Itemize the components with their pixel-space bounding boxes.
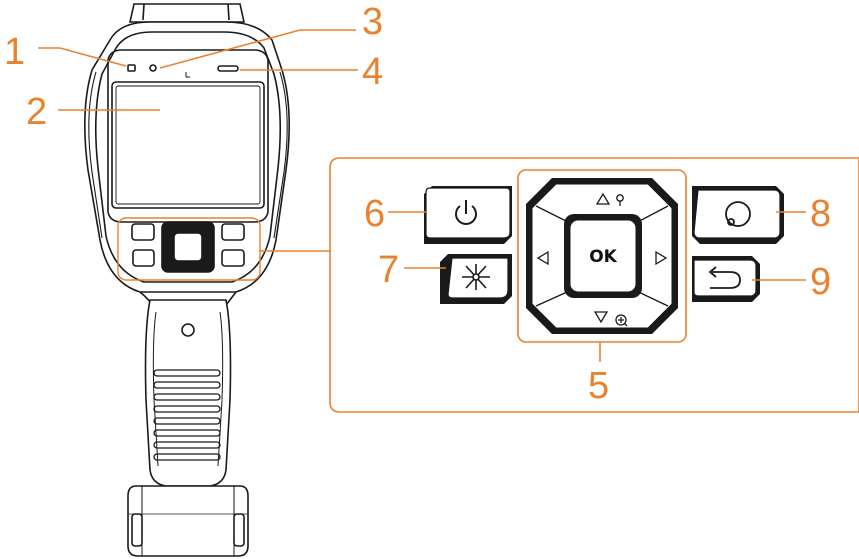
- down-arrow-icon[interactable]: [593, 311, 609, 324]
- callout-7: 7: [378, 249, 399, 291]
- up-arrow-icon[interactable]: [595, 192, 611, 205]
- speaker-grille: [217, 65, 239, 72]
- capture-icon: [725, 201, 751, 227]
- leader-lines: [38, 29, 806, 362]
- nav-keys-frame: [517, 169, 687, 343]
- back-arrow-icon: [708, 266, 741, 289]
- power-button[interactable]: [424, 186, 512, 244]
- right-arrow-icon[interactable]: [655, 250, 668, 266]
- face-panel: [107, 49, 269, 223]
- head-shell-inner: [94, 31, 282, 283]
- lens-housing: [129, 3, 245, 23]
- laser-icon: [462, 264, 490, 290]
- screen: [111, 81, 265, 209]
- keypad-zone: [117, 217, 261, 281]
- callout-labels: 1 2 3 4 5 6 7 8 9: [4, 1, 831, 407]
- grip-screw: [181, 323, 195, 337]
- callout-9: 9: [810, 261, 831, 303]
- navigation-pad[interactable]: OK: [526, 178, 678, 334]
- camera-body: [84, 3, 290, 557]
- zoom-panel: [329, 157, 859, 413]
- zoom-icon: [615, 314, 628, 327]
- flashlight-icon: [616, 194, 624, 206]
- callout-5: 5: [588, 365, 609, 407]
- callout-6: 6: [364, 193, 385, 235]
- power-icon: [455, 200, 477, 225]
- callout-8: 8: [810, 193, 831, 235]
- battery-pack: [127, 485, 249, 557]
- capture-button[interactable]: [692, 186, 784, 244]
- laser-button[interactable]: [440, 254, 512, 304]
- grip: [144, 299, 232, 487]
- callout-1: 1: [4, 31, 25, 73]
- light-sensor: [149, 64, 157, 72]
- indicator-light: [127, 64, 136, 72]
- ok-label: OK: [589, 247, 617, 267]
- keypad-zoomed: OK: [424, 178, 784, 334]
- ok-button[interactable]: OK: [564, 214, 642, 298]
- callout-3: 3: [362, 1, 383, 43]
- grip-ribs: [153, 369, 221, 461]
- back-button[interactable]: [692, 256, 760, 302]
- callout-2: 2: [26, 91, 47, 133]
- callout-4: 4: [362, 51, 383, 93]
- left-arrow-icon[interactable]: [536, 250, 549, 266]
